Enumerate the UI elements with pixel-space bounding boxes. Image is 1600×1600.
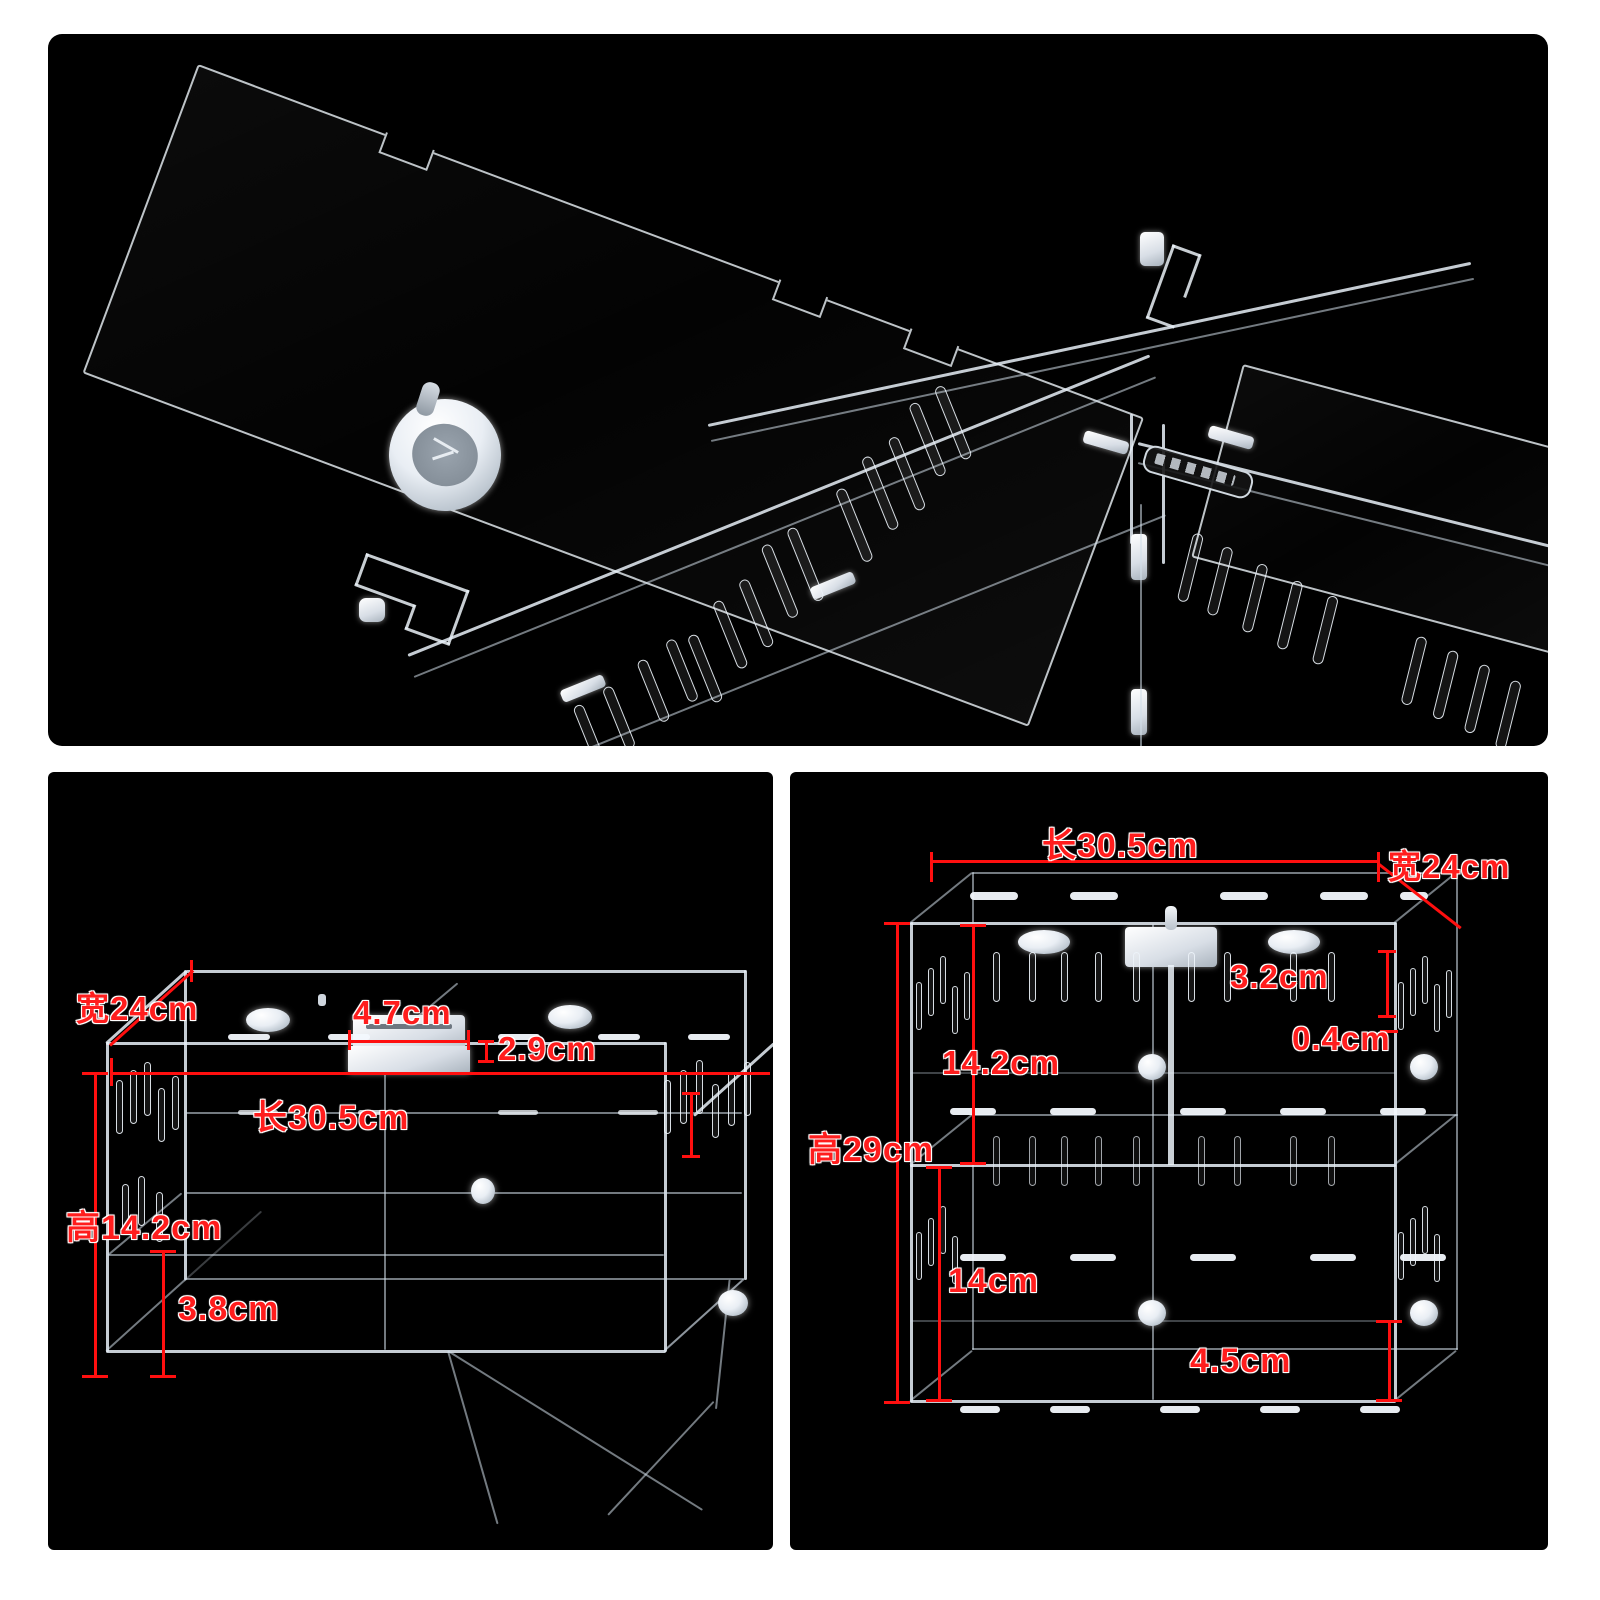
suction-cup-icon (1268, 930, 1320, 954)
vent-slot-group-side-upper-right (1396, 950, 1466, 1070)
dim-label-feeder-depth: 2.9cm (498, 1030, 597, 1068)
dim-tick (1378, 1015, 1396, 1018)
suction-cup-icon (548, 1005, 592, 1029)
vent-slot-group-left-2 (112, 1172, 192, 1282)
dim-line-door-height (1388, 1320, 1391, 1402)
latch-knob-icon (1138, 1300, 1166, 1326)
divider-edge (1140, 504, 1142, 746)
dim-tick (1376, 1399, 1402, 1402)
dim-line-height (94, 1072, 97, 1378)
dim-tick (150, 1250, 176, 1253)
dim-label-base-height: 3.8cm (177, 1290, 280, 1329)
rim-clip-icon (1131, 534, 1147, 580)
lid-vent-group-top (940, 892, 1460, 906)
top-scene (48, 34, 1548, 746)
vent-slot-group-upper-right (1180, 948, 1380, 1028)
top-feeder-slot-icon (366, 1024, 452, 1029)
shelf-vent-group-mid (930, 1108, 1460, 1122)
vent-slot-group-side-upper (914, 952, 978, 1072)
dim-tick (467, 1030, 470, 1050)
latch-knob-icon (1138, 1054, 1166, 1080)
dim-label-width: 宽24cm (75, 990, 199, 1028)
vent-slot-group-upper-center (985, 948, 1185, 1028)
dim-line-lower-tier (938, 1166, 941, 1402)
shelf-vent-group-low (930, 1254, 1460, 1268)
feeder-door-pin-icon (1165, 906, 1177, 930)
dim-tick (485, 1040, 488, 1062)
bottom-left-scene: 宽24cm 长30.5cm 4.7cm 2.9cm 高14.2cm (48, 772, 773, 1550)
vent-slot-group-right (660, 1054, 760, 1184)
dim-line-total-height (896, 922, 899, 1404)
vent-slot-group-side-lower-right (1396, 1200, 1466, 1320)
dim-tick (1380, 1030, 1398, 1033)
panel-single-tier-dimensions: 宽24cm 长30.5cm 4.7cm 2.9cm 高14.2cm (48, 772, 773, 1550)
latch-knob-icon (1410, 1054, 1438, 1080)
dim-tick (1378, 950, 1396, 953)
tray-body (378, 261, 1548, 746)
vent-slot-group-lower-center (985, 1132, 1185, 1212)
vent-slot-group-left (112, 1058, 192, 1178)
dim-tick (926, 1166, 952, 1169)
latch-knob-icon (718, 1290, 748, 1316)
dim-label-door-height: 4.5cm (1189, 1342, 1292, 1381)
hinge-clip-icon (1140, 232, 1164, 266)
suction-cup-icon (1018, 930, 1070, 954)
dim-tick (82, 1375, 108, 1378)
base-vent-group (930, 1406, 1460, 1420)
dim-tick (682, 1155, 700, 1158)
dim-line-slot (690, 1092, 693, 1158)
top-feeder-base-icon (348, 1046, 470, 1074)
dim-line-length (930, 860, 1380, 863)
dim-tick (478, 1060, 494, 1063)
dim-line-feeder-w (348, 1040, 470, 1043)
suction-cup-icon (246, 1008, 290, 1032)
dim-tick (1377, 852, 1380, 882)
dim-tick (930, 852, 933, 882)
dim-tick (884, 1401, 910, 1404)
rim-clip-icon (1131, 689, 1147, 735)
dim-tick (926, 1399, 952, 1402)
latch-knob-icon (1410, 1300, 1438, 1326)
shelf-vent-group (198, 1108, 738, 1122)
vent-slot-group-lower-right (1180, 1132, 1380, 1212)
panel-disassembled-parts (48, 34, 1548, 746)
dim-line-vent-length (1386, 950, 1389, 1018)
dim-tick (960, 1162, 986, 1165)
dim-line-length (110, 1072, 770, 1075)
dim-tick (682, 1092, 700, 1095)
dim-tick (1376, 1320, 1402, 1323)
dim-line-tier-height (972, 924, 975, 1164)
dim-label-total-height: 高29cm (808, 1131, 934, 1170)
dim-label-height: 高14.2cm (65, 1209, 223, 1248)
dim-label-tier-height: 14.2cm (942, 1044, 1060, 1082)
dim-tick (478, 1040, 494, 1043)
feeder-door-icon (1125, 927, 1217, 967)
dim-label-vent-length: 3.2cm (1230, 958, 1329, 996)
bottom-right-scene: 长30.5cm 宽24cm 14.2cm 高29cm 3.2cm 0.4cm (790, 772, 1548, 1550)
dim-label-vent-width: 0.4cm (1292, 1020, 1391, 1058)
dim-tick (884, 922, 910, 925)
dim-label-length: 长30.5cm (252, 1099, 410, 1138)
latch-knob-icon (471, 1178, 495, 1204)
lid-pin-icon (318, 994, 326, 1006)
dim-label-feeder-width: 4.7cm (353, 994, 452, 1032)
dim-tick (150, 1375, 176, 1378)
dim-tick (348, 1030, 351, 1050)
dim-tick (960, 924, 986, 927)
panel-two-tier-dimensions: 长30.5cm 宽24cm 14.2cm 高29cm 3.2cm 0.4cm (790, 772, 1548, 1550)
dim-tick (82, 1072, 108, 1075)
dim-label-width: 宽24cm (1387, 848, 1511, 886)
dim-tick (110, 1058, 113, 1086)
dim-line-base (162, 1250, 165, 1378)
dim-label-lower-tier: 14cm (948, 1262, 1039, 1301)
dim-tick (190, 960, 193, 982)
feeder-door-stem-icon (1168, 965, 1174, 1165)
dim-label-length: 长30.5cm (1041, 827, 1199, 866)
latch-knob-icon (359, 598, 385, 622)
